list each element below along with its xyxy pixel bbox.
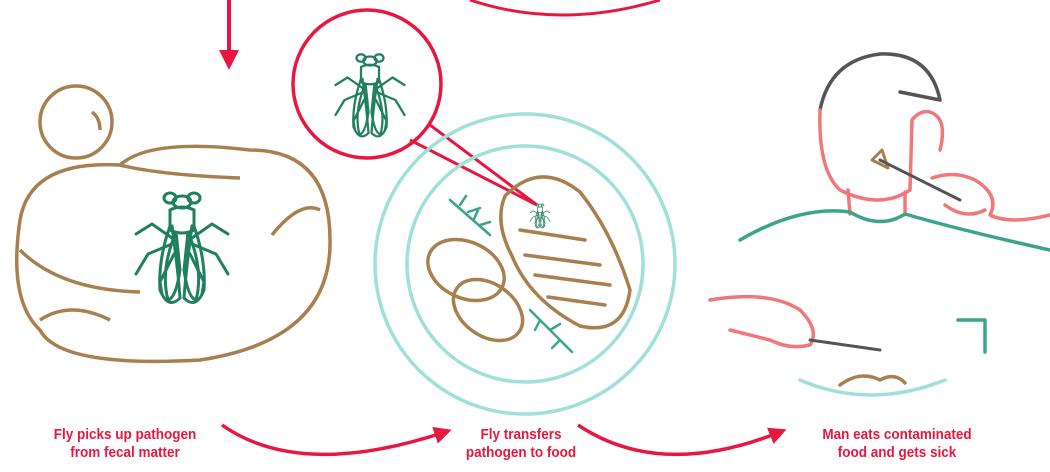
step-3-line2: food and gets sick — [803, 444, 992, 462]
fly-small-icon — [530, 204, 550, 228]
plate-icon — [375, 114, 675, 414]
top-bubble-edge — [470, 0, 660, 15]
step-1-line1: Fly picks up pathogen — [40, 426, 211, 444]
step-3-caption: Man eats contaminated food and gets sick — [803, 426, 992, 462]
feces-icon — [17, 86, 330, 361]
steak-icon — [418, 177, 630, 353]
step-1-caption: Fly picks up pathogen from fecal matter — [40, 426, 211, 462]
arrow-icon — [222, 425, 445, 454]
step-2-caption: Fly transfers pathogen to food — [454, 426, 589, 462]
fork-icon — [710, 150, 1050, 395]
fly-icon — [136, 193, 228, 303]
step-2-line1: Fly transfers — [454, 426, 589, 444]
step-1-line2: from fecal matter — [40, 444, 211, 462]
arrow-icon — [578, 425, 780, 454]
step-2-line2: pathogen to food — [454, 444, 589, 462]
man-icon — [740, 54, 1050, 352]
step-3-line1: Man eats contaminated — [803, 426, 992, 444]
